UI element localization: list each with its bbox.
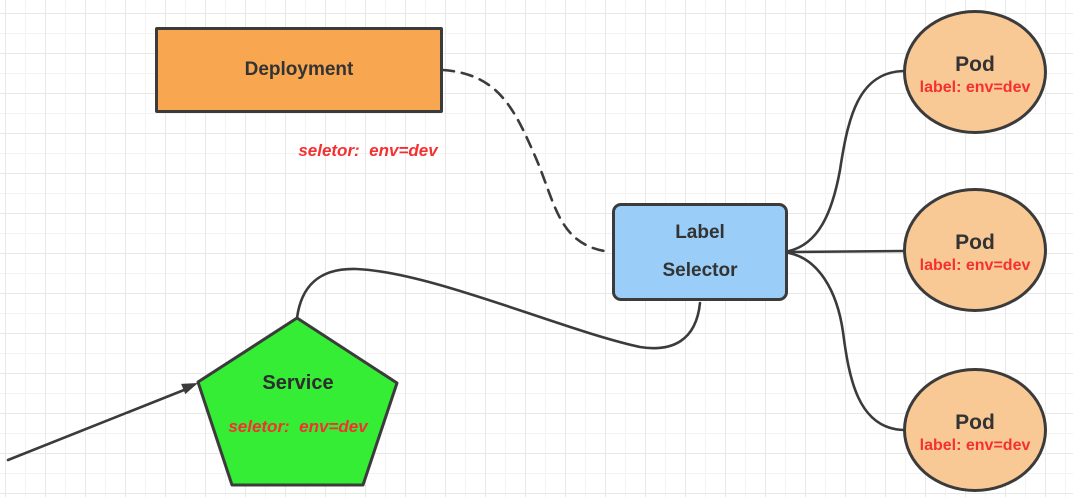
- node-pod-2: Pod label: env=dev: [903, 188, 1047, 312]
- service-selector-annotation: seletor: env=dev: [228, 417, 368, 436]
- edge-service-to-selector: [295, 267, 702, 350]
- edge-deployment-to-selector: [441, 68, 613, 254]
- node-pod-3: Pod label: env=dev: [903, 368, 1047, 492]
- node-deployment: Deployment: [155, 27, 443, 113]
- node-pod-1: Pod label: env=dev: [903, 10, 1047, 134]
- incoming-arrow-line: [6, 388, 186, 462]
- node-label-selector: Label Selector: [612, 203, 788, 301]
- incoming-arrow-head: [181, 383, 198, 395]
- label-selector-line2: Selector: [662, 260, 738, 281]
- pod-3-annotation: label: env=dev: [919, 437, 1031, 454]
- edge-selector-to-pod-3: [787, 251, 906, 432]
- deployment-selector-annotation: seletor: env=dev: [298, 141, 438, 160]
- pod-2-annotation: label: env=dev: [919, 257, 1031, 274]
- pod-3-label: Pod: [955, 411, 995, 434]
- edge-selector-to-pod-1: [787, 69, 906, 253]
- node-service-shape: [196, 316, 399, 487]
- incoming-arrow: [6, 383, 198, 462]
- service-label: Service: [262, 372, 334, 394]
- edge-selector-to-pod-2: [787, 249, 906, 254]
- pod-1-annotation: label: env=dev: [919, 79, 1031, 96]
- label-selector-line1: Label: [675, 222, 725, 243]
- pod-2-label: Pod: [955, 231, 995, 254]
- deployment-label: Deployment: [244, 59, 354, 80]
- pod-1-label: Pod: [955, 53, 995, 76]
